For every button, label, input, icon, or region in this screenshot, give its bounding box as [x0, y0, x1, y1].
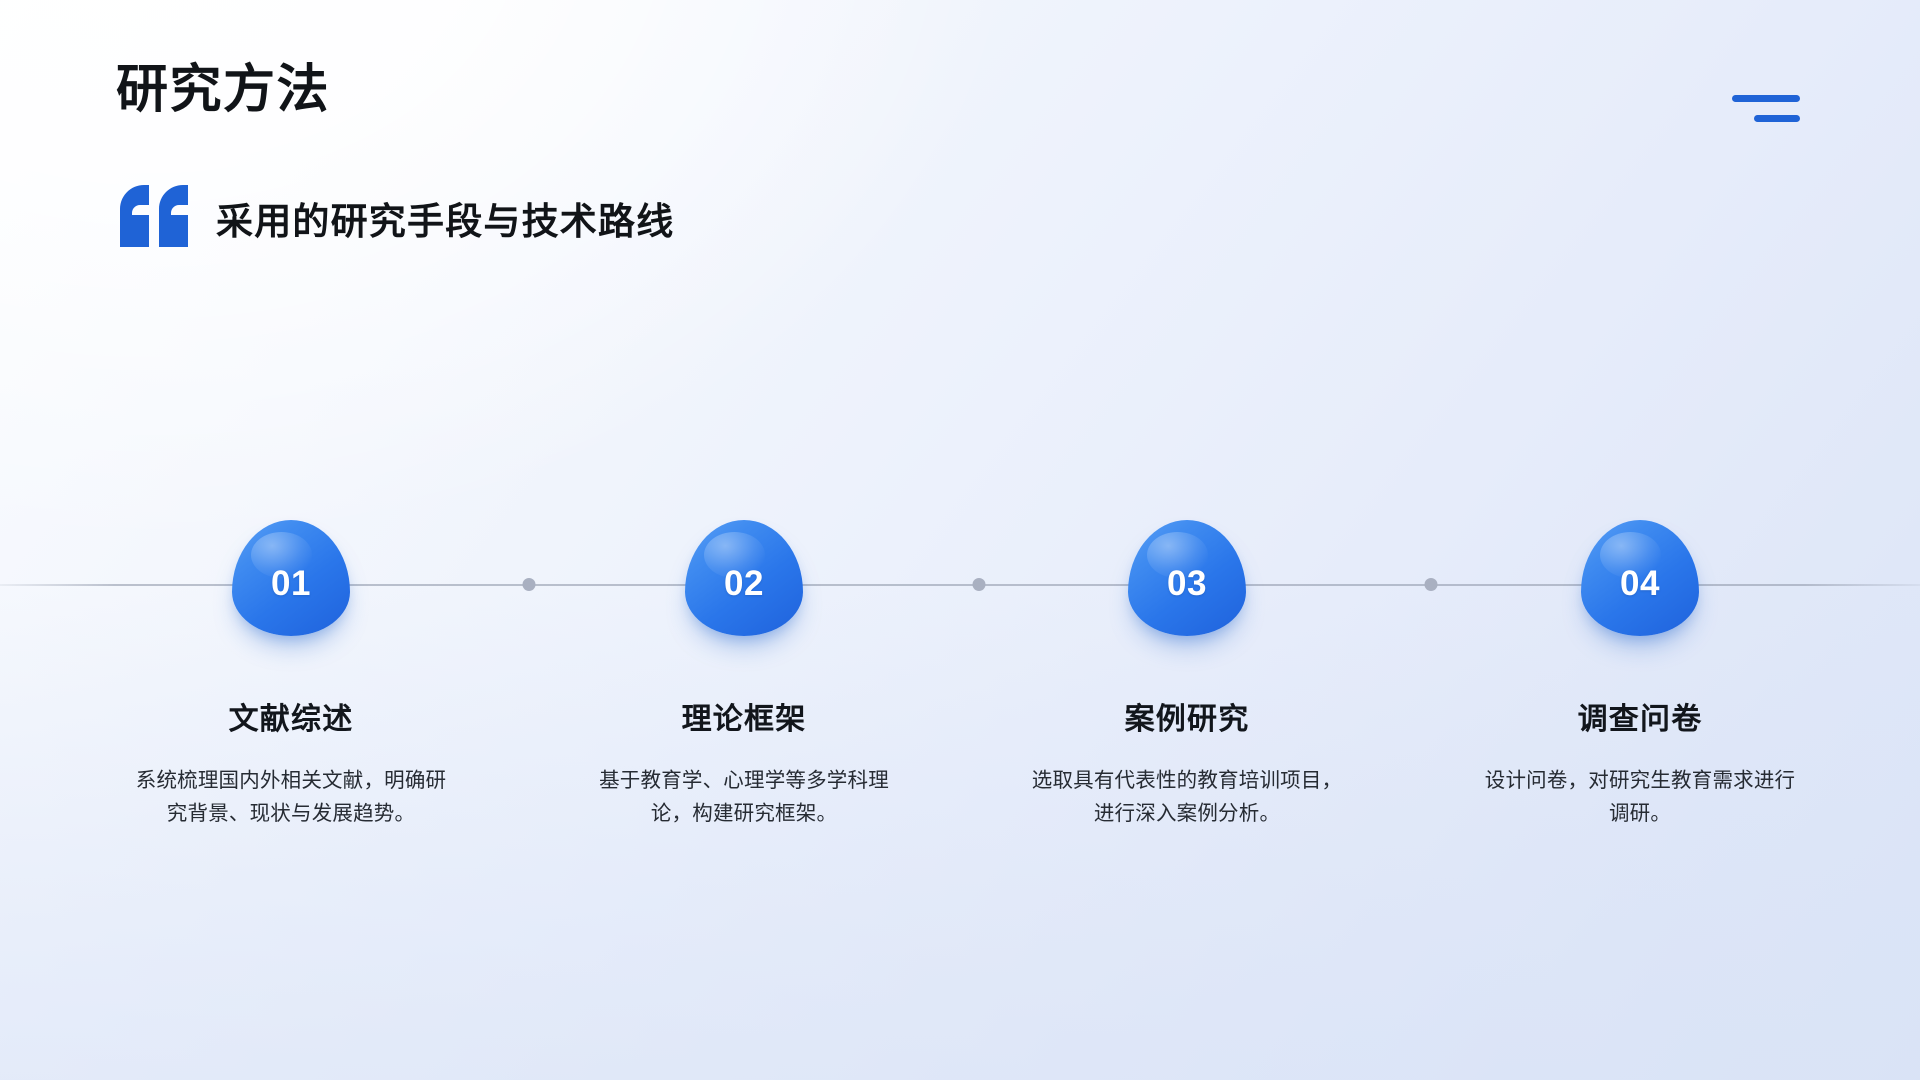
- step-node-4[interactable]: 04: [1581, 520, 1699, 636]
- teardrop-shape-icon: [1581, 520, 1699, 636]
- step-node-1[interactable]: 01: [232, 520, 350, 636]
- slide-header: 研究方法: [116, 61, 331, 119]
- timeline-connector-dot: [522, 578, 536, 592]
- step-heading: 文献综述: [228, 703, 354, 736]
- step-number: 01: [271, 564, 311, 603]
- page-title: 研究方法: [116, 61, 331, 119]
- step-node-3[interactable]: 03: [1128, 520, 1246, 636]
- timeline-connector-dot: [1424, 578, 1438, 592]
- teardrop-shape-icon: [1128, 520, 1246, 636]
- step-number: 02: [724, 564, 764, 603]
- timeline-step-1[interactable]: 01 文献综述 系统梳理国内外相关文献，明确研究背景、现状与发展趋势。: [91, 520, 491, 830]
- timeline-step-3[interactable]: 03 案例研究 选取具有代表性的教育培训项目，进行深入案例分析。: [987, 520, 1387, 830]
- timeline-step-2[interactable]: 02 理论框架 基于教育学、心理学等多学科理论，构建研究框架。: [544, 520, 944, 830]
- step-node-2[interactable]: 02: [685, 520, 803, 636]
- menu-bar-bottom: [1754, 115, 1800, 122]
- timeline-axis: [0, 578, 1920, 592]
- timeline-line: [0, 584, 1920, 586]
- step-description: 选取具有代表性的教育培训项目，进行深入案例分析。: [1031, 769, 1343, 826]
- step-heading: 案例研究: [1124, 703, 1250, 736]
- step-heading: 调查问卷: [1577, 703, 1703, 736]
- teardrop-shape-icon: [232, 520, 350, 636]
- timeline-step-4[interactable]: 04 调查问卷 设计问卷，对研究生教育需求进行调研。: [1440, 520, 1840, 830]
- quote-open-icon: [120, 185, 188, 247]
- step-description: 基于教育学、心理学等多学科理论，构建研究框架。: [599, 769, 889, 826]
- menu-bar-top: [1732, 95, 1800, 102]
- timeline-connector-dot: [972, 578, 986, 592]
- step-number: 04: [1620, 564, 1660, 603]
- slide-subtitle: 采用的研究手段与技术路线: [216, 200, 675, 242]
- step-number: 03: [1167, 564, 1207, 603]
- step-heading: 理论框架: [681, 703, 807, 736]
- subtitle-row: 采用的研究手段与技术路线: [116, 185, 674, 247]
- step-description: 系统梳理国内外相关文献，明确研究背景、现状与发展趋势。: [135, 769, 447, 826]
- teardrop-shape-icon: [685, 520, 803, 636]
- step-description: 设计问卷，对研究生教育需求进行调研。: [1484, 769, 1796, 826]
- hamburger-menu-icon[interactable]: [1732, 92, 1800, 132]
